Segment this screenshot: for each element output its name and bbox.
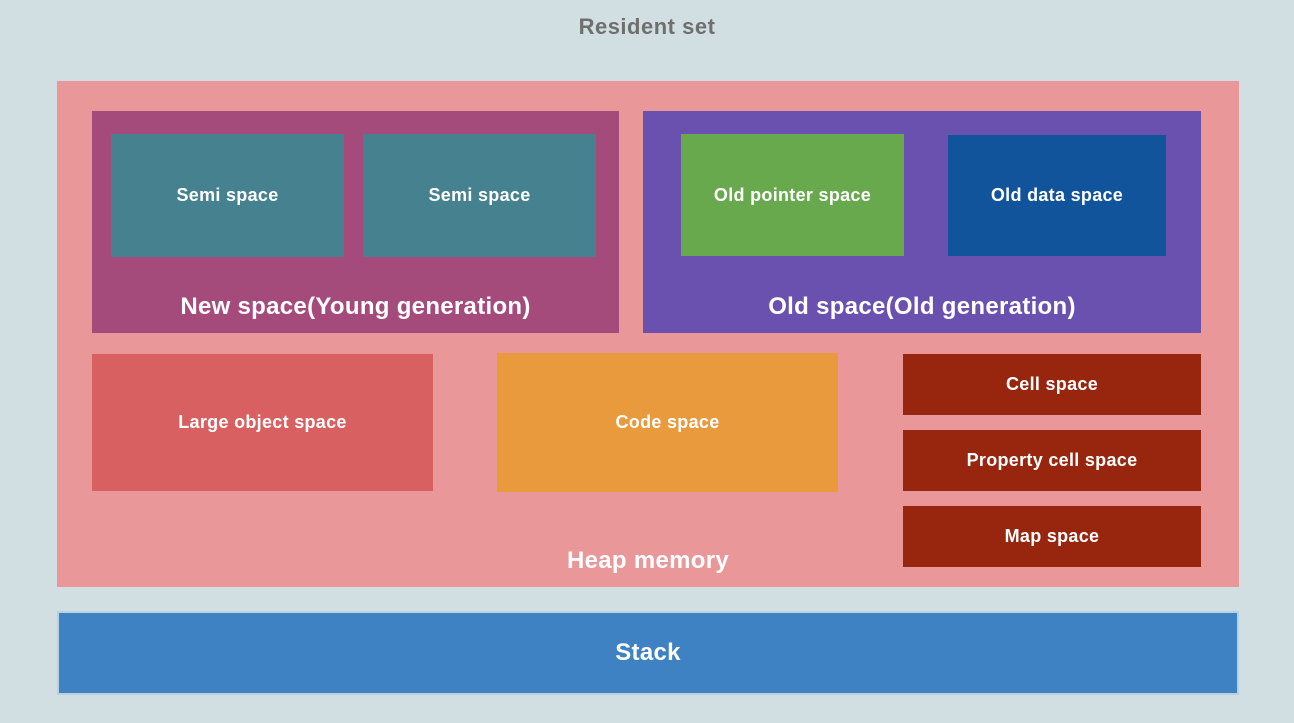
old-space-label: Old space(Old generation) [768,293,1076,320]
map-space-label: Map space [1004,526,1100,546]
large-object-space-box: Large object space [92,354,433,491]
diagram-title: Resident set [578,14,716,39]
old-space-region: Old pointer space Old data space Old spa… [643,111,1201,333]
old-data-space-label: Old data space [990,185,1124,205]
semi-space-box-2: Semi space [363,134,596,257]
old-pointer-space-box: Old pointer space [681,134,904,256]
old-pointer-space-label: Old pointer space [713,184,872,205]
code-space-label: Code space [615,412,720,432]
semi-space-box-1: Semi space [111,134,344,257]
code-space-box: Code space [497,353,838,492]
property-cell-space-label: Property cell space [966,450,1138,470]
old-data-space-box: Old data space [948,135,1166,256]
new-space-label: New space(Young generation) [180,293,531,320]
new-space-region: Semi space Semi space New space(Young ge… [92,111,619,333]
heap-memory-region: Semi space Semi space New space(Young ge… [57,81,1239,587]
cell-space-label: Cell space [1005,374,1099,394]
property-cell-space-box: Property cell space [903,430,1201,491]
stack-label: Stack [615,639,681,666]
cell-space-box: Cell space [903,354,1201,415]
large-object-space-label: Large object space [178,412,347,432]
semi-space-label-2: Semi space [428,185,531,205]
heap-memory-label: Heap memory [566,547,730,574]
stack-region: Stack [57,611,1239,695]
map-space-box: Map space [903,506,1201,567]
semi-space-label-1: Semi space [176,185,279,205]
